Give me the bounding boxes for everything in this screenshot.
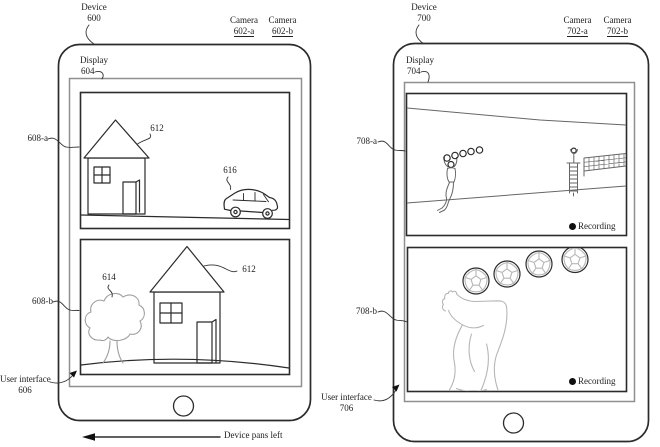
right-display-outline [403,81,636,403]
display-number: 604 [81,65,95,76]
leader-708b [377,310,408,323]
left-display-outline [68,77,303,388]
leader-device-600 [85,24,95,45]
record-dot-icon [569,377,576,385]
pan-left-arrow-icon [82,433,221,441]
recording-indicator-top: Recording [569,221,616,231]
right-ui-ref: User interface 706 [318,392,375,413]
display-label: Display [406,55,434,65]
house-612-ref: 612 [150,123,164,133]
right-display-ref: Display 704 [406,55,456,76]
car-616-ref: 616 [223,165,237,175]
ui-label: User interface [321,392,372,402]
right-device [373,24,650,443]
leader-612-top [136,133,152,145]
leader-608a [47,137,80,148]
house-sketch [83,119,150,215]
leader-616 [226,176,232,190]
left-ui-ref: User interface 606 [0,374,51,395]
leader-device-700 [415,24,425,45]
ground-curve [81,358,289,369]
ball-trajectory [443,146,484,162]
left-camera-a-ref: Camera 602-a [224,15,264,37]
left-display-ref: Display 604 [80,55,130,76]
right-camera-view-b [406,246,628,393]
left-camera-b-ref: Camera 602-b [262,15,303,37]
camera-label: Camera [268,15,297,25]
leader-614 [107,284,113,298]
right-device-ref: Device 700 [398,2,450,23]
house-612-ref-lower: 612 [242,264,256,274]
left-camera-view-a [79,91,291,230]
panel-608b-ref: 608-b [32,296,53,306]
left-device [47,24,312,422]
camera-number: 602-a [233,25,255,37]
right-device-number: 700 [417,12,431,23]
jumping-player-sketch [437,157,458,213]
record-dot-icon [569,222,576,230]
referee-stand-sketch [566,147,581,197]
leader-ui-606 [49,370,77,384]
floor-line [407,185,626,204]
wall-line [407,107,626,126]
leader-708a [377,140,406,152]
ui-number: 606 [18,384,32,395]
ui-label: User interface [0,374,51,384]
net-sketch [583,153,626,177]
leader-612-bottom [203,264,238,273]
camera-number: 702-b [607,25,628,37]
player-closeup-sketch [441,290,508,391]
tree-614-ref: 614 [102,272,116,282]
recording-label: Recording [578,221,616,231]
panel-708b-ref: 708-b [356,306,377,316]
panel-608a-ref: 608-a [27,133,49,143]
leader-display-704 [420,71,430,83]
camera-number: 602-b [272,25,293,37]
display-label: Display [80,55,108,65]
ui-number: 706 [339,402,354,413]
leader-ui-706 [373,384,400,402]
ground-line [81,214,289,221]
leader-608b [52,300,80,311]
left-device-ref: Device 600 [68,2,120,23]
left-device-label: Device [81,2,107,12]
leader-display-604 [94,71,104,80]
right-home-button[interactable] [502,412,525,434]
display-number: 704 [407,65,421,76]
panel-708a-ref: 708-a [356,136,378,146]
camera-label: Camera [563,15,592,25]
camera-number: 702-a [567,25,588,37]
left-device-number: 600 [87,12,101,23]
right-camera-a-ref: Camera 702-a [557,15,598,37]
left-home-button[interactable] [172,395,195,417]
car-sketch [223,188,279,219]
tree-sketch [84,292,145,364]
recording-label: Recording [578,376,616,386]
right-camera-view-a [405,92,628,237]
right-device-label: Device [411,2,437,12]
camera-label: Camera [603,15,632,25]
pan-caption: Device pans left [224,430,283,440]
house-sketch [149,245,225,364]
recording-indicator-bottom: Recording [569,376,616,386]
camera-label: Camera [230,15,258,25]
right-camera-b-ref: Camera 702-b [597,15,638,37]
